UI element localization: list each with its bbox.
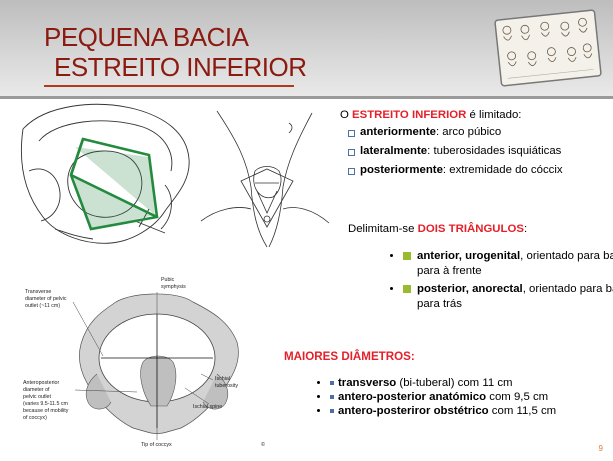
label-tip-coccyx: Tip of coccyx [141, 442, 172, 448]
slide-title: PEQUENA BACIA ESTREITO INFERIOR [44, 22, 307, 82]
list-item: posteriormente: extremidade do cóccix [348, 163, 610, 178]
diameter-rest: com 9,5 cm [486, 391, 549, 404]
label-pubic-1: Pubic [161, 277, 175, 283]
diameters-heading: MAIORES DIÂMETROS: [284, 350, 415, 363]
limit-bold: posteriormente [360, 164, 443, 176]
list-item: anteriormente: arco púbico [348, 125, 610, 140]
intro-highlight: ESTREITO INFERIOR [352, 109, 467, 121]
intro-text: O ESTREITO INFERIOR é limitado: [340, 108, 610, 123]
label-transverse-1: Transverse [25, 289, 51, 295]
limit-rest: : extremidade do cóccix [442, 164, 563, 176]
triangles-list: anterior, urogenital, orientado para bai… [363, 249, 613, 312]
pelvic-outlet-diagram: Transverse diameter of pelvic outlet (~1… [17, 262, 269, 452]
label-ap-2: diameter of [23, 387, 50, 393]
label-ap-4: (varies 9.5-11.5 cm [23, 401, 69, 407]
intro-prefix: O [340, 109, 353, 121]
label-credit: © [261, 441, 265, 448]
diameters-list: transverso (bi-tuberal) com 11 cm antero… [290, 376, 613, 418]
list-item: antero-posteriror obstétrico com 11,5 cm [330, 404, 613, 418]
label-tuberosity-1: Ischial [215, 376, 230, 382]
triangles-prefix: Delimitam-se [348, 223, 418, 235]
triangle-rest: , orientado para baixo e para à frente [417, 250, 613, 278]
intro-suffix: é limitado: [466, 109, 522, 121]
limit-rest: : arco púbico [435, 126, 502, 138]
limit-bold: anteriormente [360, 126, 436, 138]
diameter-bold: antero-posteriror obstétrico [338, 405, 489, 418]
title-line-1: PEQUENA BACIA [44, 22, 249, 52]
label-ap-5: because of mobility [23, 408, 69, 414]
label-transverse-2: diameter of pelvic [25, 296, 67, 302]
perineum-sketch [197, 101, 332, 254]
list-item: posterior, anorectal, orientado para bai… [403, 282, 613, 312]
diameter-rest: (bi-tuberal) com 11 cm [396, 377, 513, 390]
label-pubic-2: symphysis [161, 284, 186, 290]
diameter-bold: antero-posterior anatómico [338, 391, 487, 404]
diameter-rest: com 11,5 cm [488, 405, 557, 418]
header-rule [0, 96, 613, 99]
triangles-intro: Delimitam-se DOIS TRIÂNGULOS: [348, 222, 610, 237]
list-item: transverso (bi-tuberal) com 11 cm [330, 376, 613, 390]
triangles-highlight: DOIS TRIÂNGULOS [417, 223, 524, 235]
triangles-suffix: : [523, 223, 528, 235]
label-tuberosity-2: tuberosity [215, 383, 238, 389]
list-item: lateralmente: tuberosidades isquiáticas [348, 144, 610, 159]
title-line-2: ESTREITO INFERIOR [54, 52, 307, 82]
label-ischial-spine: Ischial spine [193, 404, 222, 410]
triangle-bold: posterior, anorectal [417, 283, 523, 296]
limit-bold: lateralmente [360, 145, 428, 157]
label-ap-6: of coccyx) [23, 415, 47, 421]
page-number: 9 [598, 444, 603, 453]
triangle-rest: , orientado para baixo e para trás [417, 283, 613, 311]
limit-rest: : tuberosidades isquiáticas [427, 145, 562, 157]
thumbnail-image [494, 9, 602, 87]
diameter-bold: transverso [338, 377, 397, 390]
title-underline [44, 85, 294, 87]
label-transverse-3: outlet (~11 cm) [25, 303, 60, 309]
label-ap-1: Anteroposterior [23, 380, 59, 386]
limits-list: anteriormente: arco púbico lateralmente:… [348, 125, 610, 178]
triangle-bold: anterior, urogenital [417, 250, 521, 263]
label-ap-3: pelvic outlet [23, 394, 51, 400]
pelvis-outlet-sketch [15, 101, 193, 247]
list-item: antero-posterior anatómico com 9,5 cm [330, 390, 613, 404]
list-item: anterior, urogenital, orientado para bai… [403, 249, 613, 279]
